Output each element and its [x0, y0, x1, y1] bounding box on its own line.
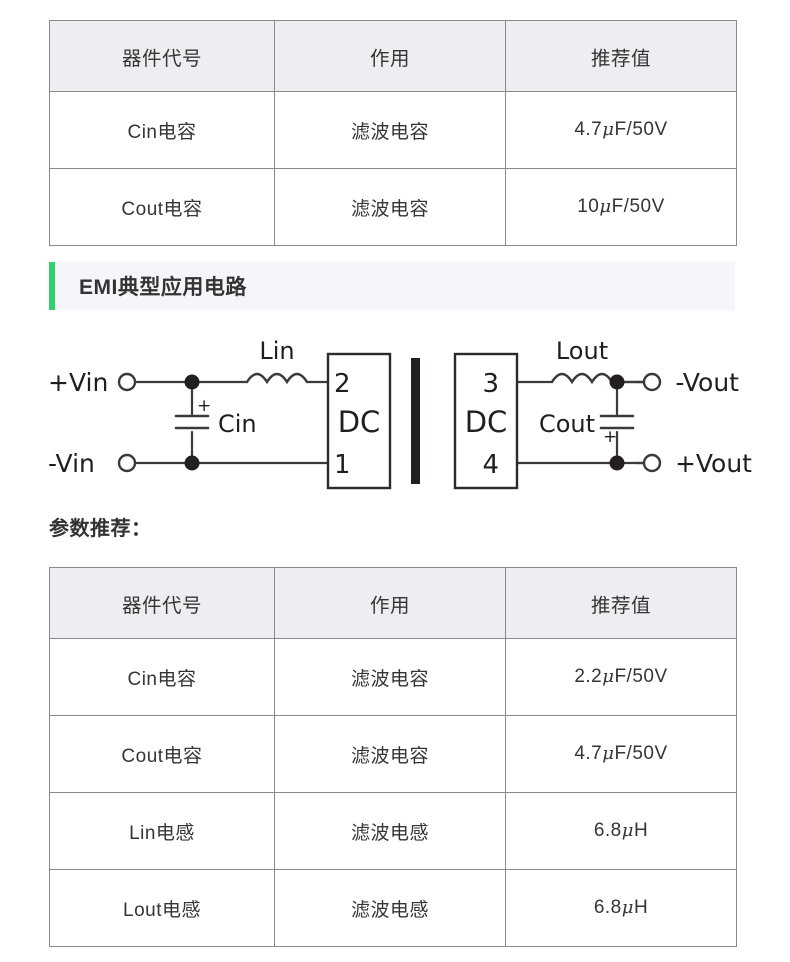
- value-unit: F/50V: [614, 666, 668, 687]
- value-number: 2.2: [574, 666, 603, 687]
- column-header-function: 作用: [274, 567, 506, 639]
- cell-value: 6.8μH: [505, 869, 737, 947]
- isolation-barrier: [411, 358, 420, 484]
- value-number: 10: [577, 196, 600, 217]
- label-cout-polarity: +: [603, 427, 617, 447]
- cell-value: 2.2μF/50V: [505, 638, 737, 716]
- terminal-vout-neg: [642, 372, 662, 392]
- column-header-value: 推荐值: [505, 20, 737, 92]
- cell-function: 滤波电感: [274, 792, 506, 870]
- parameter-recommendation-heading: 参数推荐：: [49, 518, 152, 540]
- value-number: 6.8: [593, 897, 622, 918]
- spec-table-bottom: 器件代号 作用 推荐值 Cin电容 滤波电容 2.2μF/50V Cout电容 …: [49, 567, 737, 947]
- label-pin-2: 2: [334, 369, 351, 399]
- spec-table-top: 器件代号 作用 推荐值 Cin电容 滤波电容 4.7μF/50V Cout电容 …: [49, 20, 737, 246]
- cell-part: Cin电容: [49, 91, 275, 169]
- cell-part: Cout电容: [49, 168, 275, 246]
- section-title: EMI典型应用电路: [79, 276, 247, 299]
- label-pin-3: 3: [482, 369, 499, 399]
- module-box-right: [453, 352, 519, 490]
- micro-symbol: μ: [602, 743, 615, 764]
- micro-symbol: μ: [599, 196, 612, 217]
- cell-function: 滤波电容: [274, 638, 506, 716]
- cell-function: 滤波电容: [274, 168, 506, 246]
- value-number: 6.8: [593, 820, 622, 841]
- value-unit: F/50V: [614, 743, 668, 764]
- junction-node-vin-pos: [184, 374, 200, 390]
- cell-part: Lin电感: [49, 792, 275, 870]
- cell-value: 6.8μH: [505, 792, 737, 870]
- cell-function: 滤波电容: [274, 715, 506, 793]
- label-inductor-lin: Lin: [259, 340, 294, 365]
- table-row: Cin电容 滤波电容 4.7μF/50V: [49, 91, 737, 169]
- emi-application-circuit-diagram: +Vin -Vin -Vout +Vout Lin Lout Cin Cout …: [48, 340, 752, 490]
- cell-function: 滤波电感: [274, 869, 506, 947]
- value-number: 4.7: [574, 119, 603, 140]
- table-row: Lout电感 滤波电感 6.8μH: [49, 869, 737, 947]
- label-capacitor-cout: Cout: [539, 410, 595, 438]
- value-unit: F/50V: [611, 196, 665, 217]
- junction-node-vout-pos: [609, 455, 625, 471]
- label-inductor-lout: Lout: [556, 340, 608, 365]
- micro-symbol: μ: [621, 897, 634, 918]
- table-row: Cin电容 滤波电容 2.2μF/50V: [49, 638, 737, 716]
- column-header-value: 推荐值: [505, 567, 737, 639]
- junction-node-vin-neg: [184, 455, 200, 471]
- micro-symbol: μ: [602, 666, 615, 687]
- cell-part: Cout电容: [49, 715, 275, 793]
- value-number: 4.7: [574, 743, 603, 764]
- inductor-lout-coil: [550, 372, 614, 385]
- terminal-vout-pos: [642, 453, 662, 473]
- table-row: Cout电容 滤波电容 4.7μF/50V: [49, 715, 737, 793]
- junction-node-vout-neg: [609, 374, 625, 390]
- accent-bar: [49, 262, 55, 310]
- cell-function: 滤波电容: [274, 91, 506, 169]
- value-unit: H: [633, 897, 649, 918]
- cell-value: 10μF/50V: [505, 168, 737, 246]
- micro-symbol: μ: [602, 119, 615, 140]
- label-capacitor-cin: Cin: [218, 410, 257, 438]
- label-vin-pos: +Vin: [48, 368, 108, 397]
- cell-part: Lout电感: [49, 869, 275, 947]
- terminal-vin-neg: [117, 453, 137, 473]
- label-vin-neg: -Vin: [48, 449, 95, 478]
- module-box-left: [326, 352, 392, 490]
- label-module-right: DC: [465, 405, 508, 439]
- column-header-function: 作用: [274, 20, 506, 92]
- label-cin-polarity: +: [197, 396, 211, 416]
- cell-value: 4.7μF/50V: [505, 715, 737, 793]
- value-unit: H: [633, 820, 649, 841]
- label-module-left: DC: [338, 405, 381, 439]
- label-pin-4: 4: [482, 450, 499, 480]
- value-unit: F/50V: [614, 119, 668, 140]
- label-pin-1: 1: [334, 450, 351, 480]
- table-header-row: 器件代号 作用 推荐值: [49, 567, 737, 639]
- table-row: Cout电容 滤波电容 10μF/50V: [49, 168, 737, 246]
- inductor-lin-coil: [245, 372, 309, 385]
- cell-part: Cin电容: [49, 638, 275, 716]
- table-header-row: 器件代号 作用 推荐值: [49, 20, 737, 92]
- micro-symbol: μ: [621, 820, 634, 841]
- table-row: Lin电感 滤波电感 6.8μH: [49, 792, 737, 870]
- column-header-part: 器件代号: [49, 567, 275, 639]
- column-header-part: 器件代号: [49, 20, 275, 92]
- cell-value: 4.7μF/50V: [505, 91, 737, 169]
- section-header-emi: EMI典型应用电路: [49, 262, 735, 310]
- label-vout-neg: -Vout: [675, 368, 739, 397]
- label-vout-pos: +Vout: [675, 449, 752, 478]
- terminal-vin-pos: [117, 372, 137, 392]
